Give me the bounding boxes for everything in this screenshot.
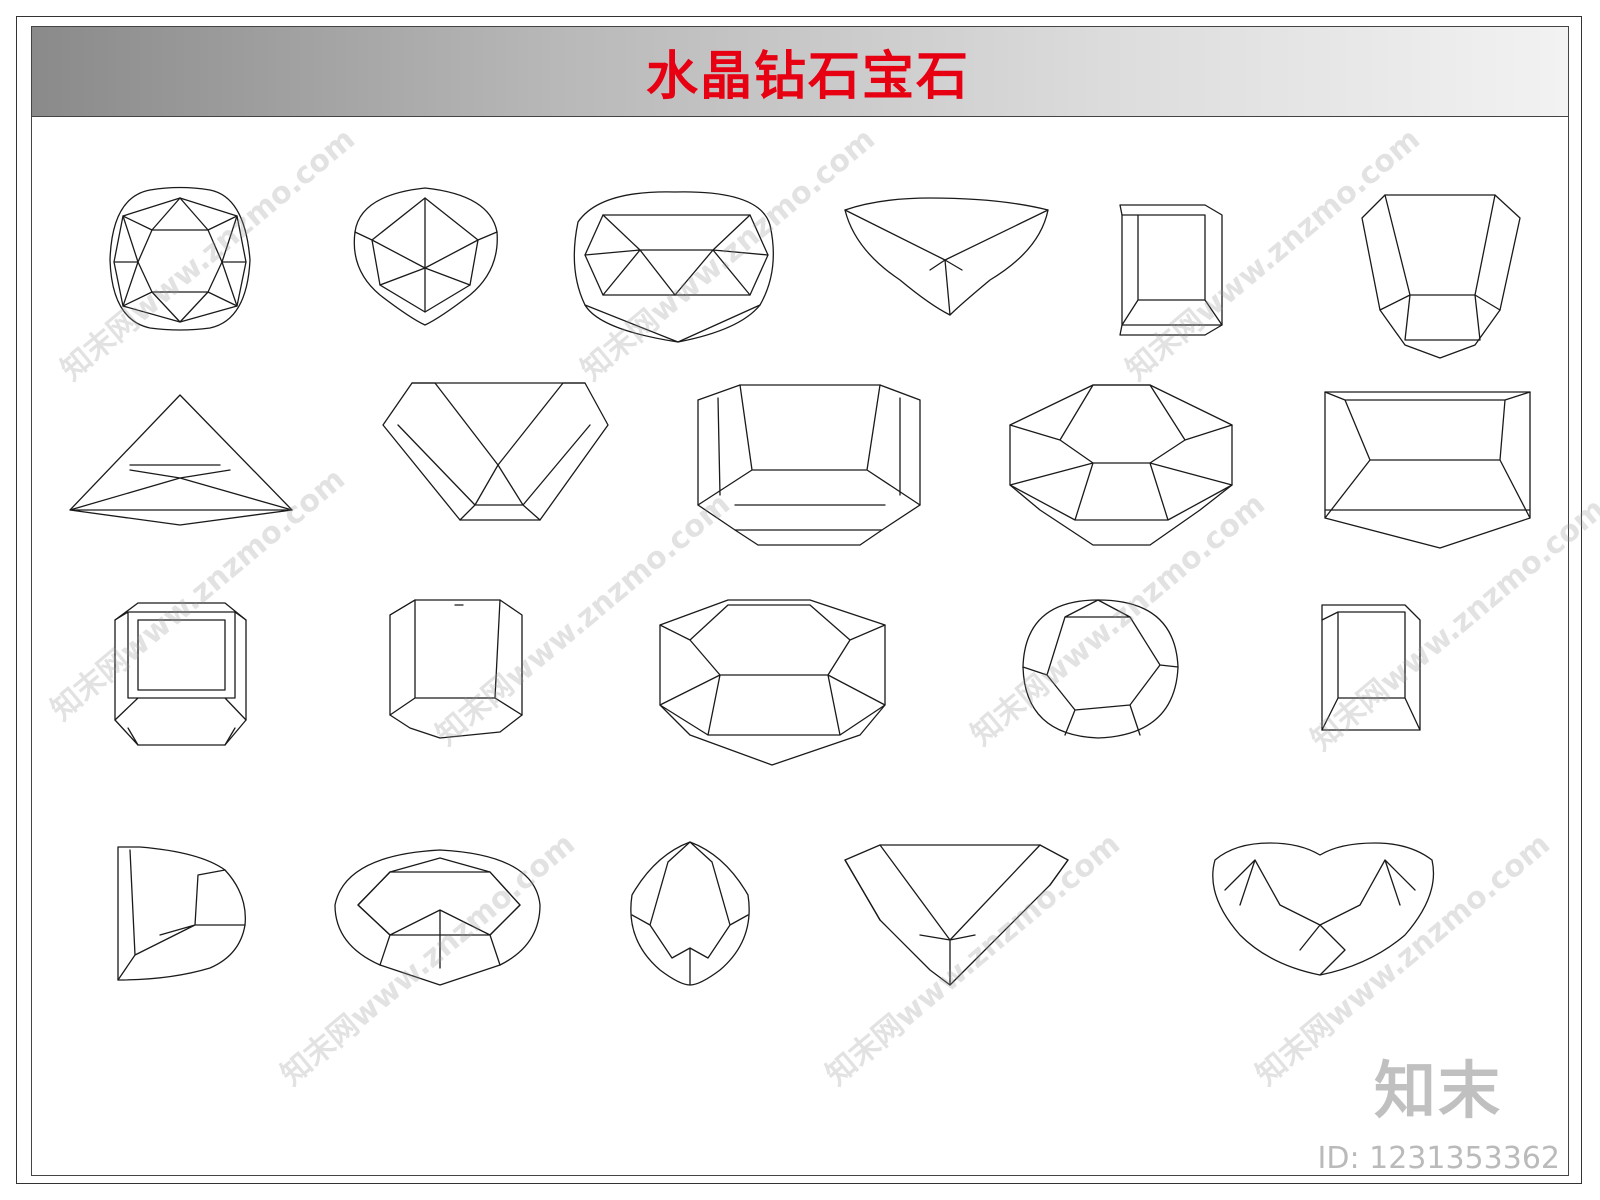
gem-trillion-curved <box>844 197 1049 316</box>
gem-pear-drop <box>630 841 750 986</box>
gem-triangle-flat <box>69 394 293 526</box>
page-title: 水晶钻石宝石 <box>645 47 970 107</box>
gem-long-octagon <box>659 599 886 766</box>
gem-oval-brilliant <box>334 849 541 986</box>
inner-border <box>31 26 1569 1176</box>
gem-square-trap <box>1324 391 1531 549</box>
gem-triangle-brilliant <box>844 844 1069 986</box>
gem-trillion-step <box>382 382 609 521</box>
brand-logo: 知末 <box>1373 1054 1502 1127</box>
gem-rect-step <box>389 599 523 739</box>
gem-round <box>1022 599 1179 739</box>
image-id: ID: 1231353362 <box>1317 1141 1560 1176</box>
gem-pear-top <box>353 187 498 326</box>
gem-emerald-tall <box>1119 204 1223 336</box>
title-bar: 水晶钻石宝石 <box>32 27 1568 117</box>
gem-oval-crown <box>573 191 774 343</box>
gem-half-moon <box>117 846 246 981</box>
gem-octagon <box>1009 384 1233 546</box>
gem-heart <box>1212 842 1435 976</box>
outer-border <box>16 16 1582 1184</box>
gem-cushion-round <box>109 186 251 331</box>
gem-fan-trapezoid <box>1361 194 1521 359</box>
gem-baguette <box>1321 604 1421 731</box>
gem-emerald-large <box>697 384 921 546</box>
gem-asscher <box>114 602 247 746</box>
